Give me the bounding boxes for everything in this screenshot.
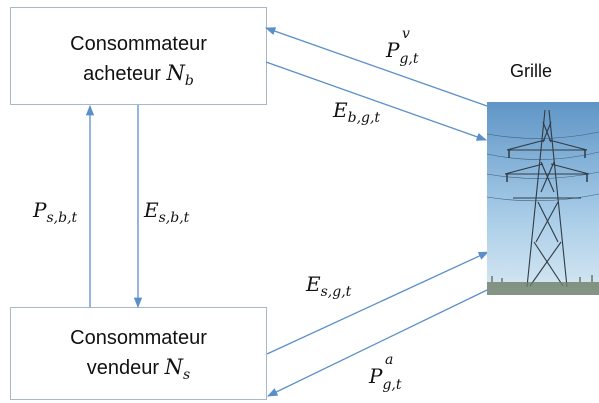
label-p-g-t-v-sub: g,t [399,51,419,67]
label-e-s-g-t-sub: s,g,t [320,284,352,300]
label-e-b-g-t-main: E [333,98,348,122]
label-p-g-t-a-main: P [369,364,383,388]
buyer-consumer-box: Consommateur acheteur Nb [10,7,267,105]
buyer-symbol: Nb [166,61,194,89]
seller-symbol-main: N [164,355,184,379]
seller-symbol-sub: s [183,367,191,384]
label-e-b-g-t-sub: b,g,t [347,110,381,126]
tower-structure [504,109,590,288]
arrow-buyer-to-grid [265,61,487,141]
label-p-s-b-t-main: P [33,198,47,222]
buyer-symbol-sub: b [184,73,194,90]
label-p-g-t-a-sub: g,t [382,377,402,393]
seller-symbol: Ns [164,355,191,383]
label-e-s-b-t: Es,b,t [144,198,189,226]
label-p-s-b-t: Ps,b,t [33,198,77,226]
label-p-g-t-v: Pg,t v [386,26,419,67]
power-pylon-image [487,102,599,295]
label-e-s-g-t: Es,g,t [306,272,351,300]
seller-subtitle-text: vendeur [86,357,165,379]
buyer-subtitle: acheteur Nb [11,58,266,96]
label-p-g-t-v-main: P [386,38,400,62]
seller-subtitle: vendeur Ns [11,352,266,390]
arrow-grid-to-seller [267,289,488,397]
label-e-b-g-t: Eb,g,t [333,98,380,126]
seller-title: Consommateur [70,327,207,349]
insulators [506,150,588,182]
buyer-title: Consommateur [70,33,207,55]
label-p-g-t-a-sup: a [385,352,394,368]
buyer-subtitle-text: acheteur [83,63,167,85]
seller-consumer-box: Consommateur vendeur Ns [10,307,267,400]
label-p-s-b-t-sub: s,b,t [46,210,78,226]
grid-label: Grille [510,61,553,81]
label-e-s-b-t-sub: s,b,t [158,210,190,226]
arrow-seller-to-grid [266,251,489,355]
label-e-s-g-t-main: E [306,272,321,296]
label-p-g-t-a: Pg,t a [369,352,402,393]
horizon-trees [487,275,599,295]
label-e-s-b-t-main: E [144,198,159,222]
buyer-symbol-main: N [166,61,185,85]
label-p-g-t-v-sup: v [402,26,410,42]
arrow-grid-to-buyer [265,27,488,107]
